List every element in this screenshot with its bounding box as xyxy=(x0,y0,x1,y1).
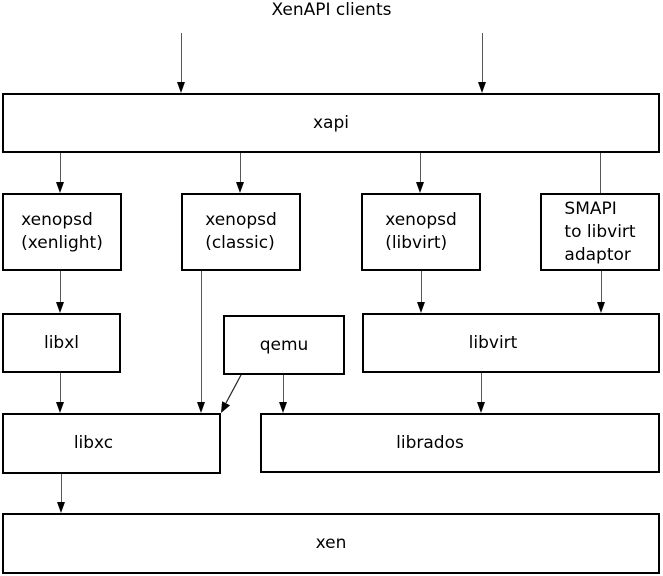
node-xenopsd-libvirt: xenopsd (libvirt) xyxy=(361,193,481,271)
node-librados-label: librados xyxy=(396,432,464,453)
arrowhead xyxy=(221,401,231,413)
node-xapi-label: xapi xyxy=(313,112,349,133)
node-xenopsd-xenlight: xenopsd (xenlight) xyxy=(2,193,122,271)
node-libxl: libxl xyxy=(2,313,121,373)
edge-libxc-to-xen xyxy=(61,474,62,504)
arrowhead xyxy=(56,302,64,313)
edge-xapi-to-smapi-adaptor xyxy=(600,153,601,193)
node-xen-label: xen xyxy=(315,533,347,553)
arrowhead xyxy=(57,502,65,513)
node-qemu: qemu xyxy=(223,315,345,375)
arrowhead xyxy=(177,82,185,93)
node-smapi-adaptor: SMAPI to libvirt adaptor xyxy=(540,193,660,271)
node-xenopsd-libvirt-label: xenopsd (libvirt) xyxy=(385,210,457,253)
arrowhead xyxy=(56,402,64,413)
node-libvirt-label: libvirt xyxy=(468,332,518,353)
edge-xenopsd-xenlight-to-libxl xyxy=(60,271,61,304)
edge-xapi-to-xenopsd-xenlight xyxy=(60,153,61,184)
arrowhead xyxy=(416,182,424,193)
node-libxc-label: libxc xyxy=(73,433,114,453)
arrowhead xyxy=(236,182,244,193)
arrowhead xyxy=(477,402,485,413)
edge-xenapi-clients-to-xapi-right xyxy=(482,33,483,84)
node-xapi: xapi xyxy=(2,93,660,153)
edge-xenapi-clients-to-xapi-left xyxy=(181,33,182,84)
edge-xenopsd-libvirt-to-libvirt xyxy=(421,271,422,304)
edge-qemu-to-libxc xyxy=(221,374,242,413)
edge-libxl-to-libxc xyxy=(60,373,61,404)
node-xenopsd-classic-label: xenopsd (classic) xyxy=(205,210,277,253)
node-librados: librados xyxy=(260,413,660,473)
edge-qemu-to-librados xyxy=(283,375,284,404)
node-xen: xen xyxy=(2,513,660,574)
arrowhead xyxy=(279,402,287,413)
edge-smapi-adaptor-to-libvirt xyxy=(601,271,602,304)
node-qemu-label: qemu xyxy=(259,334,309,355)
edge-xapi-to-xenopsd-libvirt xyxy=(420,153,421,184)
arrowhead xyxy=(597,302,605,313)
node-libxc: libxc xyxy=(2,413,221,474)
arrowhead xyxy=(478,82,486,93)
arrowhead xyxy=(56,182,64,193)
node-xenopsd-classic: xenopsd (classic) xyxy=(181,193,301,271)
node-xenopsd-xenlight-label: xenopsd (xenlight) xyxy=(21,210,103,253)
diagram-title: XenAPI clients xyxy=(271,0,392,20)
edge-xenopsd-classic-to-libxc xyxy=(201,271,202,404)
node-smapi-adaptor-label: SMAPI to libvirt adaptor xyxy=(564,198,636,265)
node-libvirt: libvirt xyxy=(362,313,660,373)
arrowhead xyxy=(417,302,425,313)
edge-xapi-to-xenopsd-classic xyxy=(240,153,241,184)
arrowhead xyxy=(197,402,205,413)
edge-libvirt-to-librados xyxy=(481,373,482,404)
node-libxl-label: libxl xyxy=(43,332,80,353)
